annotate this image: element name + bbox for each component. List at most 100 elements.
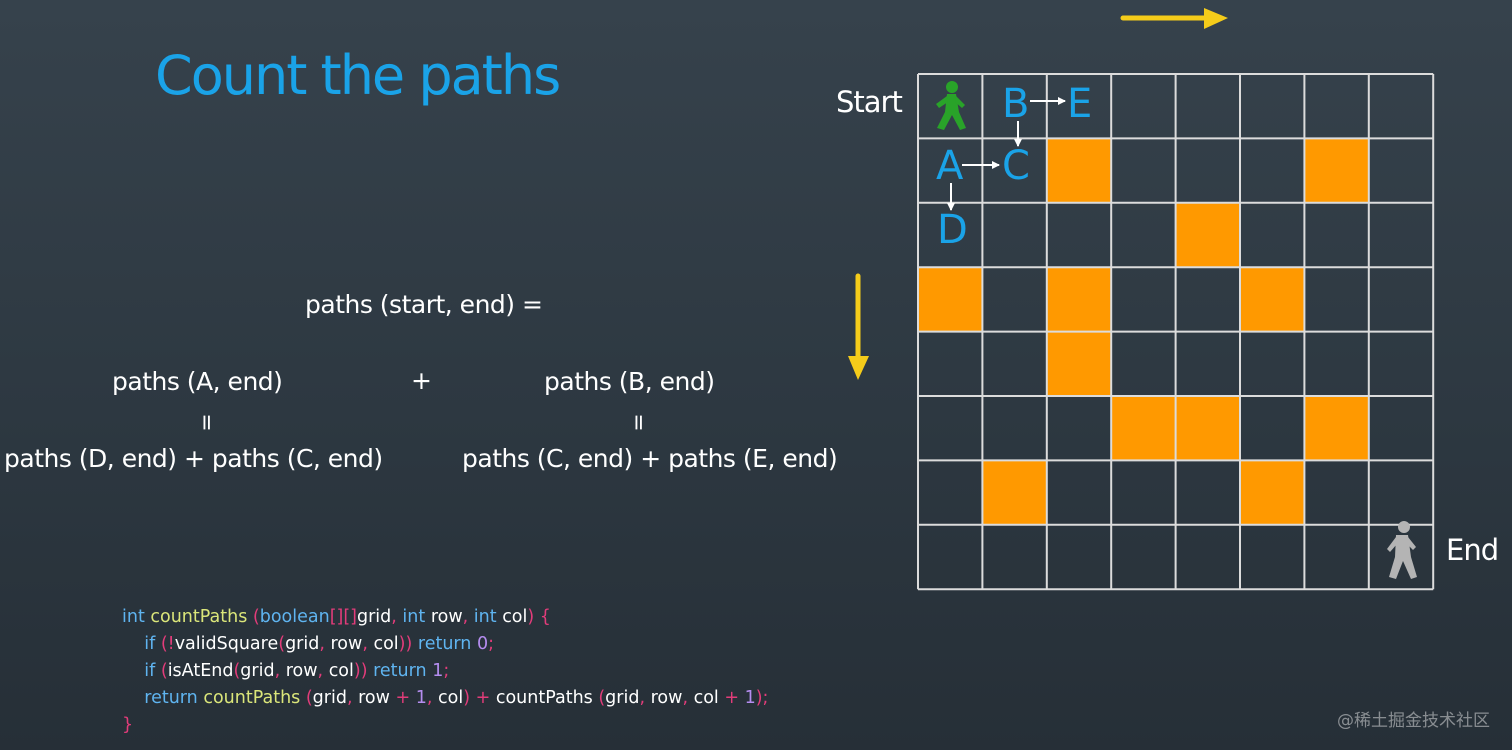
code-token: , [346,688,359,708]
arrow-down-indicator [848,273,869,380]
blocked-cell [1111,396,1176,461]
code-token: , [274,661,286,681]
code-line: int countPaths (boolean[][]grid, int row… [122,604,768,631]
blocked-cells [918,138,1369,525]
blocked-cell [1046,138,1112,203]
code-token: )) [353,661,368,681]
formula-right-expansion: paths (C, end) + paths (E, end) [462,444,838,473]
code-token: 1 [415,688,427,708]
code-token: + [395,688,416,708]
code-token: 1 [744,688,756,708]
formula-left-term: paths (A, end) [112,367,283,396]
code-token: col [438,688,464,708]
code-token: countPaths [495,688,599,708]
code-token: grid [605,688,640,708]
code-token: , [462,607,474,627]
formula-right-term: paths (B, end) [544,367,715,396]
code-token: col [328,661,354,681]
code-token: row [358,688,396,708]
code-token: ) + [463,688,496,708]
cell-letter-a: A [936,143,964,189]
cell-letter-b: B [1002,81,1029,127]
cell-letter-e: E [1067,81,1092,127]
blocked-cell [1304,396,1369,461]
code-token: , [317,661,329,681]
code-token: ( [305,688,313,708]
code-token: 0 [476,634,489,654]
start-label: Start [836,85,902,119]
code-token: 1 [432,661,444,681]
code-line: return countPaths (grid, row + 1, col) +… [122,685,768,712]
blocked-cell [982,460,1047,525]
end-walker-icon [1387,521,1417,579]
arrow-right-indicator [1120,8,1228,29]
code-token: ); [755,688,769,708]
code-token: , [362,634,374,654]
cell-letter-c: C [1002,143,1030,189]
code-token: , [426,688,439,708]
code-token: grid [240,661,275,681]
code-token: ; [488,634,495,654]
code-token: )) [398,634,413,654]
blocked-cell [1240,460,1305,525]
blocked-cell [918,267,983,332]
code-token: col [502,607,528,627]
code-token: grid [285,634,320,654]
code-token: ( [160,661,168,681]
code-token: grid [357,607,392,627]
code-token: isAtEnd [167,661,234,681]
formula-left-expansion: paths (D, end) + paths (C, end) [4,444,383,473]
code-token: row [430,607,463,627]
end-label: End [1446,533,1498,567]
code-token: col [373,634,399,654]
code-token: boolean [259,607,330,627]
code-line: if (isAtEnd(grid, row, col)) return 1; [122,658,768,685]
code-token: int [402,607,431,627]
code-token: countPaths [203,688,306,708]
watermark: @稀土掘金技术社区 [1337,711,1490,731]
code-token: int [473,607,503,627]
code-token: ) { [527,607,551,627]
formula-plus: + [411,366,432,395]
code-token: if [144,661,161,681]
code-token: , [682,688,694,708]
code-token: validSquare [174,634,279,654]
code-token: , [639,688,651,708]
grid-lines [917,73,1435,591]
cell-letter-d: D [937,207,968,253]
code-token: return [367,661,433,681]
slide-title: Count the paths [155,44,561,107]
code-token: + [724,688,745,708]
code-block: int countPaths (boolean[][]grid, int row… [122,604,768,739]
code-line: if (!validSquare(grid, row, col)) return… [122,631,768,658]
blocked-cell [1240,267,1305,332]
code-token: ( [278,634,286,654]
code-token: ( [252,607,260,627]
code-token: ( [598,688,606,708]
code-token: col [693,688,725,708]
code-token: row [650,688,683,708]
code-token: } [122,715,134,735]
code-token: [][] [329,607,357,627]
blocked-cell [1304,138,1369,203]
blocked-cell [1175,396,1240,461]
blocked-cell [1046,267,1112,332]
code-token: int [122,607,151,627]
blocked-cell [1046,331,1112,396]
code-token: , [391,607,403,627]
code-token: countPaths [150,607,253,627]
code-token: ( [233,661,241,681]
code-token: grid [312,688,347,708]
code-token: return [412,634,477,654]
code-token: , [319,634,331,654]
code-token: (! [160,634,175,654]
start-walker-icon [936,81,966,130]
code-token: return [144,688,204,708]
code-token: row [330,634,363,654]
code-token: row [285,661,318,681]
blocked-cell [1175,202,1240,268]
code-token: ; [443,661,450,681]
code-token: if [144,634,161,654]
formula-top: paths (start, end) = [305,290,543,319]
